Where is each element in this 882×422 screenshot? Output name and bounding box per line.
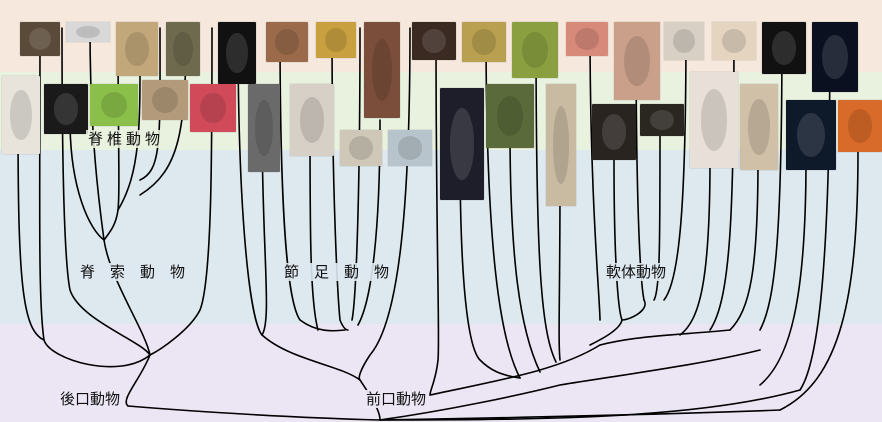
label-mollusca: 軟体動物 bbox=[604, 263, 669, 281]
branch bbox=[429, 27, 440, 396]
crab-photo bbox=[266, 22, 308, 62]
tunicate-photo bbox=[2, 76, 40, 154]
seashell-photo bbox=[664, 22, 704, 60]
sponge-photo bbox=[838, 100, 882, 152]
label-arthropoda: 節 足 動 物 bbox=[282, 263, 392, 281]
branch bbox=[379, 389, 801, 421]
branch bbox=[89, 27, 151, 356]
branch bbox=[621, 299, 646, 321]
branch bbox=[589, 319, 623, 346]
branch bbox=[429, 344, 601, 396]
roundworm-photo bbox=[712, 22, 756, 60]
arrow-worm-photo bbox=[440, 88, 484, 200]
branch bbox=[237, 27, 361, 381]
branch bbox=[759, 27, 783, 331]
onychophoran-photo bbox=[248, 84, 280, 172]
branch bbox=[279, 27, 346, 332]
branch bbox=[558, 179, 561, 361]
brachiopod-photo bbox=[486, 84, 534, 148]
chiton-photo bbox=[592, 104, 636, 160]
label-vertebrata: 脊椎動物 bbox=[86, 130, 167, 148]
earthworm-photo bbox=[566, 22, 608, 56]
jellyfish-photo bbox=[786, 100, 836, 170]
bee-photo bbox=[316, 22, 356, 58]
branch bbox=[127, 405, 381, 421]
nematomorph-photo bbox=[762, 22, 806, 74]
branch bbox=[61, 27, 151, 356]
branch bbox=[759, 159, 807, 386]
rabbit-photo bbox=[116, 22, 158, 76]
branch bbox=[613, 159, 623, 321]
fish-photo bbox=[66, 22, 110, 42]
coral-photo bbox=[512, 22, 558, 78]
crustacean-photo bbox=[340, 130, 382, 166]
band-root bbox=[0, 324, 882, 422]
label-deuterostomia: 後口動物 bbox=[58, 390, 123, 408]
branch bbox=[125, 354, 151, 407]
sea-squirt-photo bbox=[190, 84, 236, 132]
branch bbox=[653, 129, 661, 301]
amphioxus-photo bbox=[44, 84, 88, 134]
nemertean-photo bbox=[546, 84, 576, 206]
spider-photo bbox=[290, 84, 334, 156]
branch bbox=[69, 119, 105, 241]
label-chordata: 脊 索 動 物 bbox=[78, 263, 188, 281]
sipunculid-photo bbox=[740, 84, 778, 170]
millipede-photo bbox=[364, 22, 400, 118]
snail-photo bbox=[640, 104, 684, 136]
branch bbox=[729, 159, 759, 331]
branch bbox=[509, 129, 541, 373]
branch bbox=[779, 149, 859, 411]
squid-photo bbox=[614, 22, 660, 100]
frog-photo bbox=[90, 84, 138, 126]
branch bbox=[379, 349, 761, 421]
branch bbox=[459, 149, 521, 379]
label-protostomia: 前口動物 bbox=[364, 390, 429, 408]
branch bbox=[331, 27, 349, 331]
flatworm-photo bbox=[412, 22, 456, 60]
branch bbox=[589, 27, 601, 321]
planarian-photo bbox=[690, 72, 738, 168]
nematode-photo bbox=[218, 22, 256, 84]
branch bbox=[379, 409, 781, 421]
branch bbox=[535, 27, 557, 363]
sparrow-photo bbox=[142, 80, 188, 120]
branch bbox=[309, 119, 319, 331]
branch bbox=[485, 27, 521, 379]
branch bbox=[351, 27, 361, 321]
branch bbox=[679, 159, 711, 336]
branch bbox=[663, 27, 687, 301]
branch bbox=[599, 329, 731, 346]
branch bbox=[17, 119, 45, 341]
ctenophore-photo bbox=[812, 22, 858, 92]
tardigrade-photo bbox=[388, 130, 432, 166]
bryozoan-photo bbox=[462, 22, 506, 62]
sea-urchin-photo bbox=[20, 22, 60, 56]
lizard-photo bbox=[166, 22, 200, 76]
